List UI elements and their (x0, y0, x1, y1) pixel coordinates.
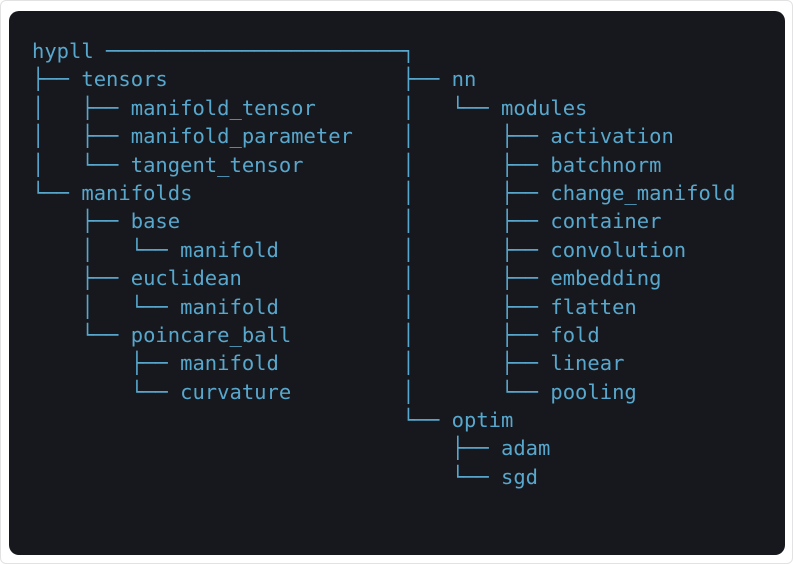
tree-line: │ └── manifold │ ├── flatten (32, 294, 637, 319)
tree-line: │ ├── manifold_parameter │ ├── activatio… (32, 124, 674, 149)
tree-line: └── curvature │ └── pooling (32, 379, 637, 404)
tree-line: ├── manifold │ ├── linear (32, 351, 625, 376)
tree-line: │ └── manifold │ ├── convolution (32, 237, 687, 262)
tree-line: ├── base │ ├── container (32, 209, 662, 234)
tree-line: └── optim (32, 408, 514, 433)
tree-line: hypll ────────────────────────┐ (32, 39, 415, 63)
tree-line: │ ├── manifold_tensor │ └── modules (32, 95, 588, 120)
tree-line: ├── tensors ├── nn (32, 67, 477, 92)
tree-line: ├── adam (32, 436, 551, 461)
tree-line: │ └── tangent_tensor │ ├── batchnorm (32, 152, 662, 177)
terminal-window: hypll ────────────────────────┐ ├── tenso… (9, 11, 785, 555)
package-tree: hypll ────────────────────────┐ ├── tenso… (32, 37, 775, 491)
tree-line: ├── euclidean │ ├── embedding (32, 266, 662, 291)
tree-line: └── sgd (32, 464, 539, 489)
tree-line: └── poincare_ball │ ├── fold (32, 322, 600, 347)
tree-line: └── manifolds │ ├── change_manifold (32, 180, 736, 205)
